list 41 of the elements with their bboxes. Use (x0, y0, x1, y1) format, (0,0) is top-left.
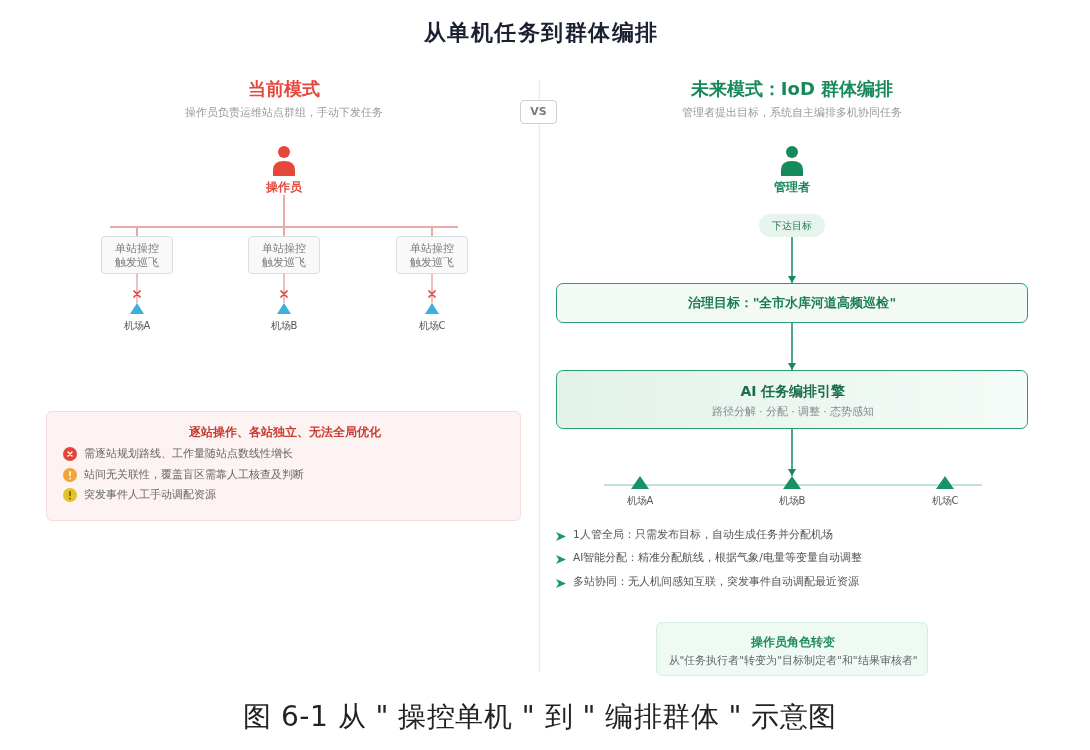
box-subtitle: 从"任务执行者"转变为"目标制定者"和"结果审核者" (668, 654, 918, 668)
station-box: 单站操控触发巡飞 (396, 236, 468, 274)
list-item: 需逐站规划路线、工作量随站点数线性增长 (84, 447, 293, 461)
tag-pill: 下达目标 (759, 214, 825, 237)
section-subtitle: 管理者提出目标，系统自主编排多机协同任务 (682, 106, 902, 120)
panel-heading: 逐站操作、各站独立、无法全局优化 (188, 424, 381, 440)
bullet-item: 多站协同：无人机间感知互联，突发事件自动调配最近资源 (573, 575, 859, 589)
airport-label: 机场A (626, 494, 654, 507)
airport-label: 机场A (123, 319, 151, 332)
diagram-title: 从单机任务到群体编排 (423, 19, 659, 47)
connector-line (109, 194, 459, 228)
airport-label: 机场C (418, 319, 446, 332)
station-box: 单站操控触发巡飞 (101, 236, 173, 274)
arrow (788, 428, 796, 477)
section-heading: 未来模式：IoD 群体编排 (690, 77, 894, 101)
engine-box (556, 370, 1028, 429)
crossed-line (280, 273, 288, 304)
list-item: 突发事件人工手动调配资源 (84, 488, 216, 502)
station-box: 单站操控触发巡飞 (248, 236, 320, 274)
box-heading: AI 任务编排引擎 (740, 383, 846, 401)
crossed-line (428, 273, 436, 304)
arrow (788, 236, 796, 284)
note-panel (46, 411, 521, 521)
crossed-line (133, 273, 141, 304)
role-box (656, 622, 928, 676)
vs-badge: VS (520, 100, 557, 124)
figure-caption: 图 6-1 从 " 操控单机 " 到 " 编排群体 " 示意图 (243, 698, 837, 734)
list-item: 站间无关联性，覆盖盲区需靠人工核查及判断 (84, 467, 304, 482)
airport-label: 机场B (270, 319, 298, 332)
bullet-item: AI智能分配：精准分配航线，根据气象/电量等变量自动调整 (573, 551, 862, 565)
bullet-item: 1人管全局：只需发布目标，自动生成任务并分配机场 (573, 528, 833, 542)
section-heading: 当前模式 (248, 77, 320, 101)
role-label: 操作员 (266, 179, 302, 195)
goal-box: 治理目标："全市水库河道高频巡检" (556, 283, 1028, 323)
airport-label: 机场B (778, 494, 806, 507)
box-subtitle: 路径分解 · 分配 · 调整 · 态势感知 (712, 405, 874, 419)
box-heading: 操作员角色转变 (751, 634, 835, 650)
arrow (788, 322, 796, 371)
airport-label: 机场C (931, 494, 959, 507)
section-subtitle: 操作员负责运维站点群组，手动下发任务 (185, 106, 383, 120)
role-label: 管理者 (774, 179, 810, 195)
